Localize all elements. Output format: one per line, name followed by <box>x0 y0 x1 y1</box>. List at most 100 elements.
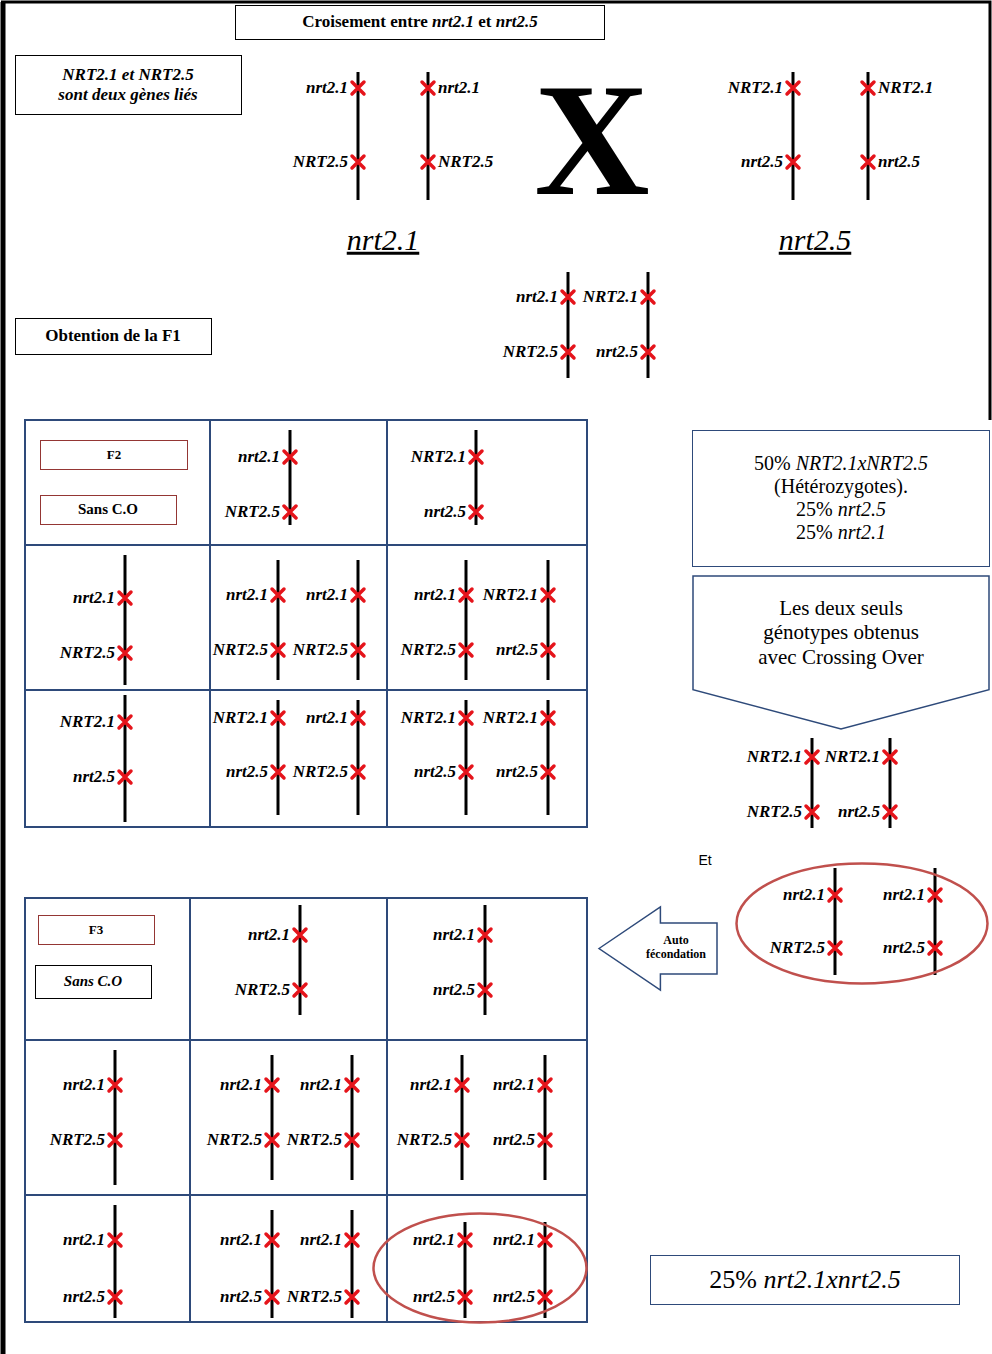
chromosome <box>357 560 360 680</box>
chromosome <box>934 868 937 975</box>
allele-label: NRT2.1 <box>411 447 466 467</box>
gene-locus-mark <box>479 984 491 996</box>
text-run: Croisement <box>302 12 386 31</box>
gene-locus-mark <box>539 1079 551 1091</box>
allele-label: NRT2.1 <box>825 747 880 767</box>
result-box: 25% nrt2.1xnrt2.5 <box>650 1255 960 1305</box>
gene-locus-mark <box>294 929 306 941</box>
cross-symbol: X <box>534 60 650 220</box>
gene-locus-mark <box>787 82 799 94</box>
gene-locus-mark <box>459 1291 471 1303</box>
allele-label: nrt2.5 <box>838 802 880 822</box>
gene-locus-mark <box>346 1134 358 1146</box>
allele-label: NRT2.1 <box>483 708 538 728</box>
allele-label: NRT2.5 <box>60 643 115 663</box>
gene-locus-mark <box>929 942 941 954</box>
parent-name: nrt2.5 <box>779 223 852 258</box>
allele-label: nrt2.1 <box>306 708 348 728</box>
allele-label: nrt2.1 <box>516 287 558 307</box>
gene-locus-mark <box>456 1134 468 1146</box>
text-run: de <box>123 326 140 345</box>
text-run: NRT2.5 <box>138 65 193 84</box>
chromosome <box>114 1050 117 1185</box>
text-run: gènes <box>130 85 170 104</box>
gene-locus-mark <box>929 889 941 901</box>
chromosome <box>271 1055 274 1180</box>
gene-locus-mark <box>346 1079 358 1091</box>
gene-locus-mark <box>562 291 574 303</box>
gene-locus-mark <box>422 156 434 168</box>
page-frame-top <box>1 2 990 420</box>
gene-locus-mark <box>806 751 818 763</box>
table-rule <box>25 544 587 546</box>
allele-label: nrt2.1 <box>493 1230 535 1250</box>
text-run: fécondation <box>646 947 706 961</box>
box-text: Obtention de la F1 <box>45 326 181 346</box>
text-run: génotypes <box>763 620 848 644</box>
gene-locus-mark <box>470 451 482 463</box>
table-rule <box>25 1039 587 1041</box>
allele-label: NRT2.1 <box>878 78 933 98</box>
chromosome <box>464 1222 467 1318</box>
text-run: F3 <box>89 922 103 937</box>
arrow-outline <box>599 907 717 990</box>
allele-label: nrt2.5 <box>496 640 538 660</box>
text-run: deux <box>815 596 856 620</box>
generation-box: F3 <box>38 915 155 945</box>
text-run: avec <box>758 645 796 669</box>
table-rule <box>209 420 211 827</box>
allele-label: nrt2.1 <box>63 1075 105 1095</box>
text-run: nrt2.1 <box>432 12 474 31</box>
allele-label: NRT2.5 <box>293 640 348 660</box>
text-run: 25% <box>796 498 833 520</box>
table-border <box>25 420 587 827</box>
text-run: 25% <box>709 1265 757 1294</box>
allele-label: nrt2.5 <box>741 152 783 172</box>
text-run: Crossing <box>802 645 877 669</box>
chromosome <box>547 560 550 680</box>
allele-label: NRT2.5 <box>770 938 825 958</box>
chromosome <box>277 560 280 680</box>
gene-locus-mark <box>539 1234 551 1246</box>
text-run: C.O <box>112 501 138 517</box>
allele-label: NRT2.5 <box>225 502 280 522</box>
gene-locus-mark <box>346 1291 358 1303</box>
gene-locus-mark <box>352 712 364 724</box>
text-run: 50% <box>754 452 791 474</box>
gene-locus-mark <box>346 1234 358 1246</box>
gene-locus-mark <box>460 589 472 601</box>
gene-locus-mark <box>470 506 482 518</box>
chevron-callout: Les deux seuls génotypes obtenus avec Cr… <box>692 575 990 730</box>
gene-locus-mark <box>294 984 306 996</box>
text-run: F1 <box>162 326 181 345</box>
chromosome <box>647 272 650 378</box>
allele-label: NRT2.1 <box>401 708 456 728</box>
gene-locus-mark <box>542 712 554 724</box>
chromosome <box>351 1055 354 1180</box>
table-rule <box>386 420 388 827</box>
text-run: Over <box>882 645 924 669</box>
allele-label: NRT2.5 <box>401 640 456 660</box>
step-box: Obtention de la F1 <box>15 318 212 355</box>
generation-box: F2 <box>40 440 188 470</box>
allele-label: nrt2.1 <box>226 585 268 605</box>
block-arrow: Auto fécondation <box>598 906 718 991</box>
condition-box: Sans C.O <box>35 965 152 999</box>
allele-label: nrt2.5 <box>226 762 268 782</box>
text-run: entre <box>390 12 427 31</box>
gene-locus-mark <box>862 82 874 94</box>
box-text: 50% NRT2.1xNRT2.5 (Hétérozygotes). 25% n… <box>754 452 928 544</box>
parent-name: nrt2.1 <box>347 223 420 258</box>
box-text: Les deux seuls génotypes obtenus avec Cr… <box>758 596 924 668</box>
allele-label: nrt2.5 <box>73 767 115 787</box>
gene-locus-mark <box>109 1134 121 1146</box>
allele-label: nrt2.5 <box>220 1287 262 1307</box>
allele-label: nrt2.1 <box>306 585 348 605</box>
chromosome <box>484 905 487 1015</box>
gene-locus-mark <box>829 942 841 954</box>
gene-locus-mark <box>460 644 472 656</box>
text-run: F2 <box>107 447 121 462</box>
table-rule <box>25 1194 587 1196</box>
text-run: nrt2.1xnrt2.5 <box>763 1265 900 1294</box>
